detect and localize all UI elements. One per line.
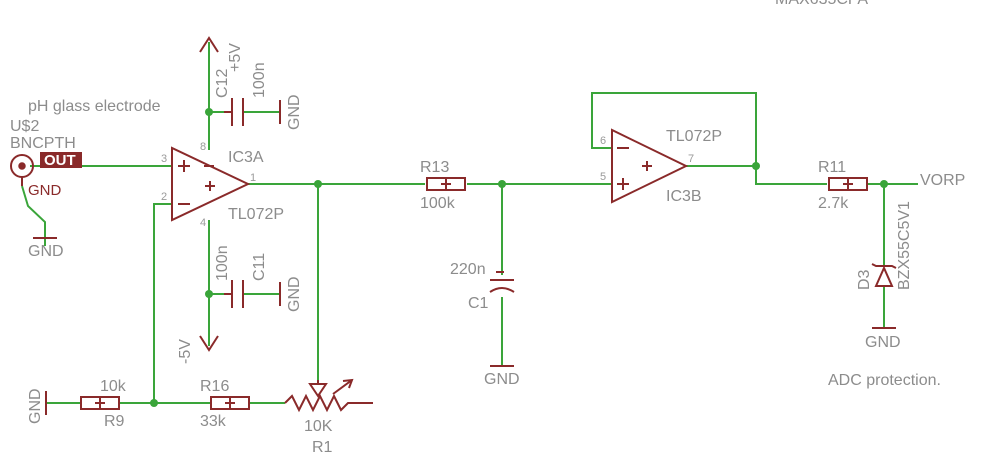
svg-text:R1: R1: [312, 439, 333, 456]
supply-pos-symbol: +5V: [199, 36, 244, 72]
svg-text:220n: 220n: [450, 261, 486, 278]
c11-gnd-symbol: GND: [279, 276, 303, 312]
svg-text:C1: C1: [468, 295, 489, 312]
svg-text:10k: 10k: [100, 378, 127, 395]
svg-text:GND: GND: [28, 243, 64, 260]
probe-part: BNCPTH: [10, 135, 76, 152]
svg-text:-5V: -5V: [177, 339, 194, 364]
top-partial-label: MAX635CPA: [775, 0, 868, 8]
r9-gnd-symbol: GND: [27, 388, 47, 424]
opamp-ic3b: TL072P IC3B 6 5 7: [600, 128, 722, 205]
svg-text:3: 3: [161, 153, 167, 165]
svg-text:GND: GND: [865, 334, 901, 351]
svg-text:R11: R11: [818, 159, 846, 176]
resistor-r16: R16 33k: [200, 378, 250, 430]
svg-text:+5V: +5V: [227, 43, 244, 72]
junctions: [150, 108, 888, 407]
probe-gnd-symbol: GND: [28, 237, 64, 260]
zener-d3: D3 BZX55C5V1: [856, 201, 913, 290]
svg-text:10K: 10K: [304, 418, 333, 435]
svg-text:100k: 100k: [420, 195, 456, 212]
svg-text:2: 2: [161, 191, 167, 203]
svg-text:BZX55C5V1: BZX55C5V1: [896, 201, 913, 290]
ic3b-part: TL072P: [666, 128, 722, 145]
output-net-label: VORP: [920, 172, 965, 189]
capacitor-c12: C12 100n: [214, 62, 268, 126]
svg-text:8: 8: [200, 141, 206, 153]
svg-text:100n: 100n: [251, 62, 268, 98]
capacitor-c1: 220n C1: [450, 261, 515, 312]
svg-text:GND: GND: [286, 94, 303, 130]
bnc-connector: pH glass electrode U$2 BNCPTH OUT GND: [10, 98, 161, 199]
svg-text:4: 4: [200, 217, 206, 229]
capacitor-c11: 100n C11: [214, 245, 268, 308]
svg-text:R9: R9: [104, 413, 125, 430]
svg-text:GND: GND: [286, 276, 303, 312]
svg-text:6: 6: [600, 135, 606, 147]
ic3a-part: TL072P: [228, 206, 284, 223]
potentiometer-r1: 10K R1: [284, 378, 373, 456]
resistor-r13: R13 100k: [420, 159, 466, 212]
opamp-ic3a: IC3A TL072P 3 2 1 8 4: [161, 141, 284, 229]
ic3a-ref: IC3A: [228, 149, 264, 166]
svg-text:GND: GND: [27, 388, 44, 424]
svg-text:R16: R16: [200, 378, 229, 395]
adc-protection-note: ADC protection.: [828, 372, 941, 389]
probe-title: pH glass electrode: [28, 98, 161, 115]
wires: [21, 42, 918, 404]
svg-text:GND: GND: [484, 371, 520, 388]
c12-gnd-symbol: GND: [279, 94, 303, 130]
probe-out-pin: OUT: [44, 152, 76, 169]
ic3b-ref: IC3B: [666, 188, 702, 205]
c1-gnd-symbol: GND: [484, 365, 520, 388]
d3-gnd-symbol: GND: [865, 327, 901, 351]
svg-text:100n: 100n: [214, 245, 231, 281]
svg-text:7: 7: [688, 153, 694, 165]
probe-out-pin-bg: [40, 152, 82, 168]
probe-ref: U$2: [10, 118, 39, 135]
svg-text:33k: 33k: [200, 413, 227, 430]
svg-text:D3: D3: [856, 269, 873, 290]
resistor-r9: 10k R9: [80, 378, 127, 430]
probe-gnd-pin: GND: [28, 182, 62, 199]
supply-neg-symbol: -5V: [177, 335, 219, 364]
svg-text:2.7k: 2.7k: [818, 195, 849, 212]
svg-text:1: 1: [250, 172, 256, 184]
svg-text:5: 5: [600, 171, 606, 183]
resistor-r11: R11 2.7k: [818, 159, 868, 212]
svg-text:C12: C12: [214, 69, 231, 98]
svg-text:C11: C11: [251, 253, 268, 281]
svg-text:R13: R13: [420, 159, 449, 176]
